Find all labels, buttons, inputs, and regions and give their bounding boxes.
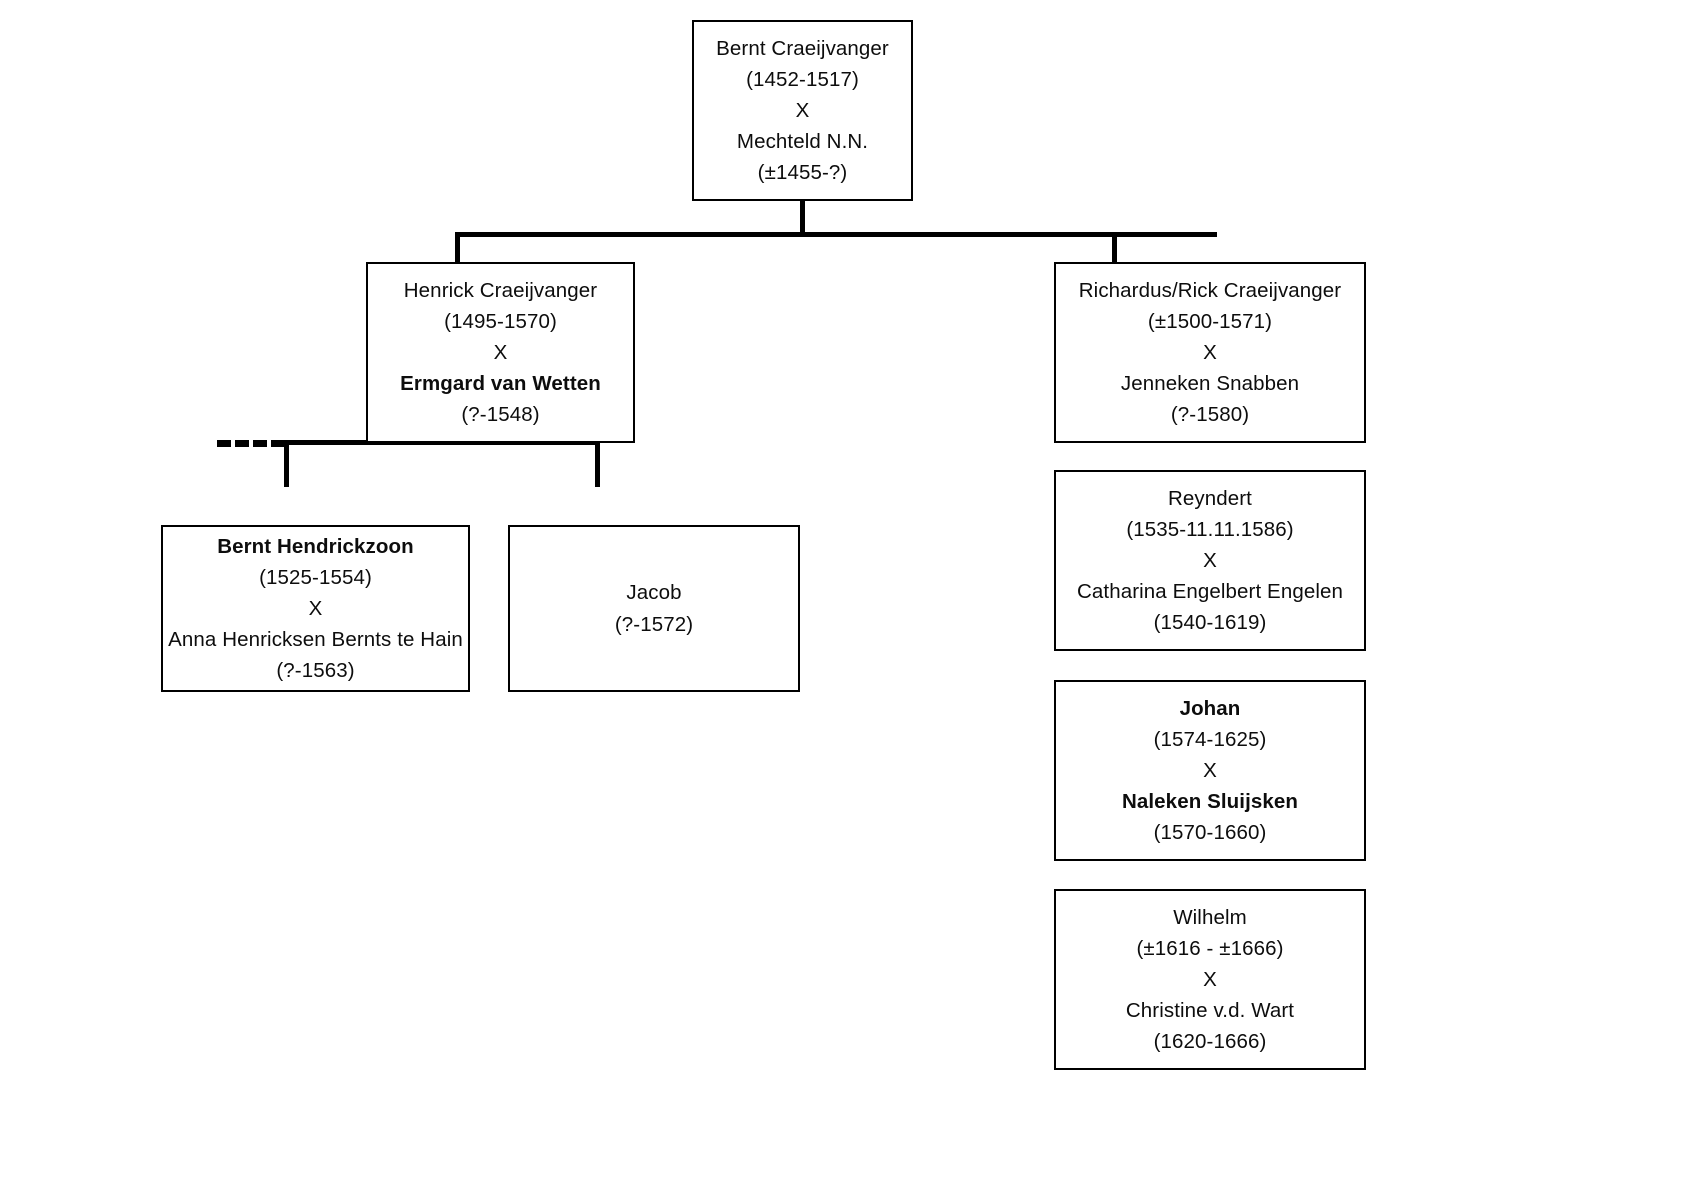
node-line: Mechteld N.N. xyxy=(736,130,869,154)
connector-root-stem xyxy=(800,200,805,237)
node-line-person: Bernt Hendrickzoon xyxy=(217,534,414,558)
node-line-marriage: X xyxy=(1203,340,1217,364)
connector-to-bernt-hendrickzoon xyxy=(284,440,289,487)
node-wilhelm[interactable]: Wilhelm (±1616 - ±1666) X Christine v.d.… xyxy=(1054,889,1366,1070)
node-line: (1535-11.11.1586) xyxy=(1126,517,1294,541)
node-line-marriage: X xyxy=(308,596,323,620)
node-reyndert[interactable]: Reyndert (1535-11.11.1586) X Catharina E… xyxy=(1054,470,1366,651)
node-line: Reyndert xyxy=(1168,486,1252,510)
node-line: (?-1548) xyxy=(461,403,540,427)
node-line-spouse: Naleken Sluijsken xyxy=(1121,790,1299,814)
connector-to-henrick xyxy=(455,232,460,264)
node-line-marriage: X xyxy=(795,98,810,122)
node-line: (±1455-?) xyxy=(757,161,848,185)
node-line: Christine v.d. Wart xyxy=(1125,999,1295,1023)
connector-henrick-children-dashed-extension xyxy=(217,440,285,447)
node-line: (1540-1619) xyxy=(1153,611,1267,635)
connector-to-jacob xyxy=(595,440,600,487)
node-line: (?-1563) xyxy=(276,659,355,683)
node-line: (?-1580) xyxy=(1170,403,1250,427)
node-henrick-craeijvanger[interactable]: Henrick Craeijvanger (1495-1570) X Ermga… xyxy=(366,262,635,443)
node-line-marriage: X xyxy=(1203,758,1217,782)
node-line-marriage: X xyxy=(493,340,508,364)
node-line: Jacob xyxy=(626,581,682,605)
node-jacob[interactable]: Jacob (?-1572) xyxy=(508,525,800,692)
node-line: (±1616 - ±1666) xyxy=(1136,936,1284,960)
node-line: Wilhelm xyxy=(1173,905,1247,929)
node-line: Richardus/Rick Craeijvanger xyxy=(1078,278,1342,302)
node-line: (1574-1625) xyxy=(1153,727,1267,751)
node-line: (1495-1570) xyxy=(444,309,557,333)
node-line: (1452-1517) xyxy=(746,67,859,91)
node-line-spouse: Ermgard van Wetten xyxy=(400,372,601,396)
node-line: Catharina Engelbert Engelen xyxy=(1077,580,1343,604)
node-line: Jenneken Snabben xyxy=(1120,372,1300,396)
node-line: (1525-1554) xyxy=(259,565,372,589)
connector-to-richardus xyxy=(1112,232,1117,264)
node-line-person: Johan xyxy=(1179,696,1241,720)
node-johan[interactable]: Johan (1574-1625) X Naleken Sluijsken (1… xyxy=(1054,680,1366,861)
node-line: (1620-1666) xyxy=(1153,1030,1267,1054)
node-line-marriage: X xyxy=(1203,548,1217,572)
node-line-marriage: X xyxy=(1203,967,1217,991)
node-line: (±1500-1571) xyxy=(1147,309,1273,333)
node-line: (?-1572) xyxy=(614,612,694,636)
node-line: Henrick Craeijvanger xyxy=(403,278,598,302)
connector-root-sibling-bar xyxy=(455,232,1217,237)
node-bernt-hendrickzoon[interactable]: Bernt Hendrickzoon (1525-1554) X Anna He… xyxy=(161,525,470,692)
node-richardus-rick-craeijvanger[interactable]: Richardus/Rick Craeijvanger (±1500-1571)… xyxy=(1054,262,1366,443)
node-bernt-craeijvanger[interactable]: Bernt Craeijvanger (1452-1517) X Mechtel… xyxy=(692,20,913,201)
node-line: (1570-1660) xyxy=(1153,821,1267,845)
node-line: Bernt Craeijvanger xyxy=(716,36,889,60)
node-line: Anna Henricksen Bernts te Hain xyxy=(168,628,463,652)
